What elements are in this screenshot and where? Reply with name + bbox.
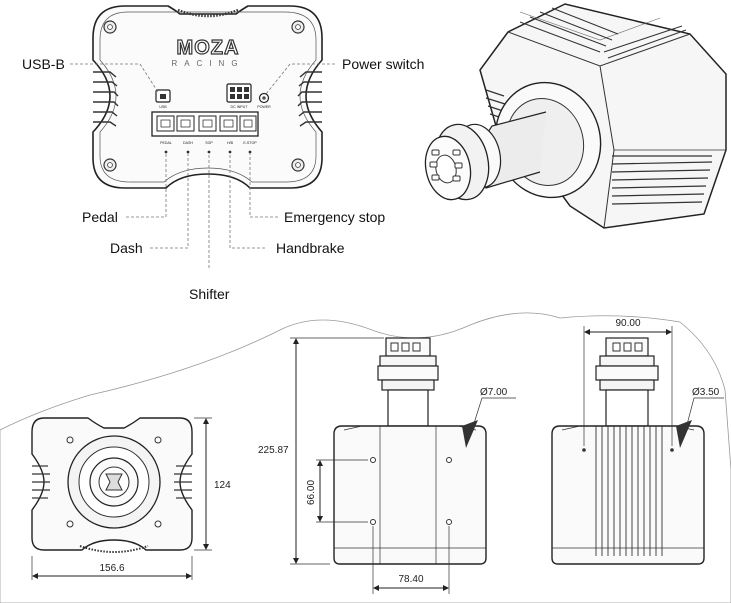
power-switch-label: Power switch: [342, 56, 424, 72]
shifter-label: Shifter: [189, 286, 230, 302]
top-fins: [519, 7, 687, 59]
shifter-marking: SGP: [205, 141, 213, 145]
brand-sub-logo: RACING: [171, 59, 244, 68]
front-width-dim: 156.6: [99, 563, 124, 574]
brand-logo: MOZA: [177, 37, 240, 59]
emergency-stop-label: Emergency stop: [284, 209, 385, 225]
corner-screw: [291, 158, 305, 172]
corner-screw: [103, 158, 117, 172]
pedal-marking: PEDAL: [160, 141, 172, 145]
dc-input-marking: DC INPUT: [231, 105, 249, 109]
usb-marking: USB: [159, 105, 167, 109]
estop-marking: E-STOP: [243, 141, 257, 145]
handbrake-marking: H/B: [227, 141, 234, 145]
rj-port-shifter: [198, 115, 217, 132]
total-height-dim: 225.87: [258, 445, 289, 456]
isometric-view: [424, 3, 727, 229]
rj-port-estop: [239, 115, 257, 132]
dc-input-port: [226, 83, 252, 103]
front-height-dim: 124: [214, 480, 231, 491]
power-marking: POWER: [257, 105, 271, 109]
back-view: Ø3.50 90.00: [551, 318, 724, 565]
back-hole-diameter-dim: Ø3.50: [692, 387, 720, 398]
side-fins: [485, 89, 713, 205]
handbrake-label: Handbrake: [276, 240, 345, 256]
corner-screw: [291, 20, 305, 34]
left-fins: [93, 71, 119, 127]
rj-port-pedal: [156, 115, 175, 132]
side-view: Ø7.00 225.87 66.00 78.40: [258, 337, 516, 594]
dash-marking: DASH: [183, 141, 193, 145]
hole-horizontal-spacing-dim: 78.40: [398, 574, 423, 585]
hole-vertical-spacing-dim: 66.00: [306, 480, 317, 505]
pedal-label: Pedal: [82, 209, 118, 225]
usb-port: [155, 89, 171, 103]
rj-port-dash: [176, 115, 195, 132]
rear-panel-view: MOZA RACING USB DC INPUT POWER PEDAL DAS…: [22, 5, 424, 302]
dash-label: Dash: [110, 240, 143, 256]
rj-port-handbrake: [219, 115, 238, 132]
power-switch: [258, 92, 270, 104]
front-view: 156.6 124: [31, 417, 231, 580]
back-fins: [595, 426, 663, 556]
side-hole-diameter-dim: Ø7.00: [480, 387, 508, 398]
corner-screw: [103, 20, 117, 34]
right-fins: [297, 71, 322, 127]
usb-label: USB-B: [22, 56, 65, 72]
top-width-dim: 90.00: [615, 318, 640, 329]
